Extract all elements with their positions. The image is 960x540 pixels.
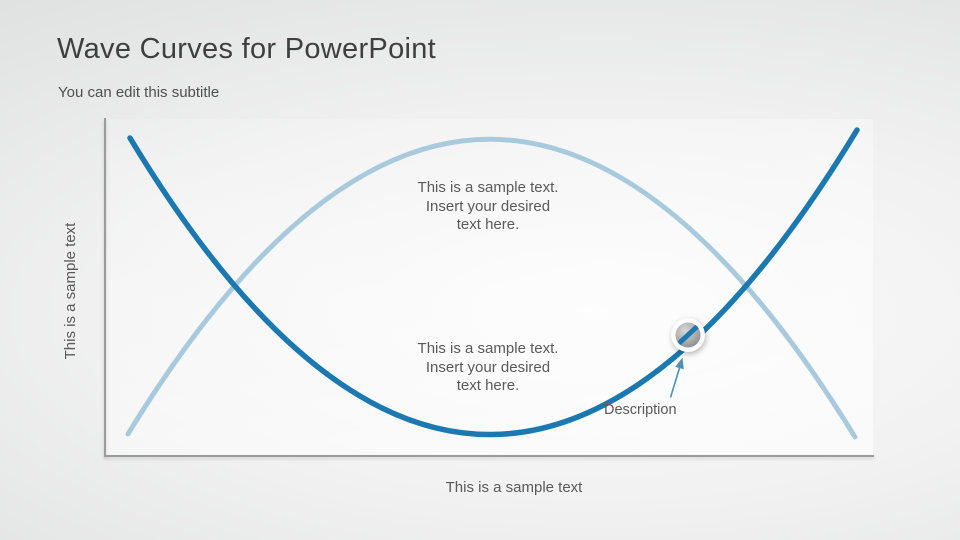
dark-wave-curve — [127, 127, 860, 438]
description-label: Description — [604, 402, 677, 418]
marker-curve-segment — [675, 322, 701, 348]
description-marker — [671, 318, 705, 352]
slide-title: Wave Curves for PowerPoint — [57, 33, 437, 65]
upper-note-line2: Insert your desired — [425, 197, 551, 215]
lower-note-textbox: This is a sample text. Insert your desir… — [358, 340, 618, 396]
description-arrow — [669, 357, 684, 398]
upper-note-line3: text here. — [456, 216, 520, 233]
y-axis-label: This is a sample text — [62, 222, 79, 360]
slide-subtitle: You can edit this subtitle — [58, 84, 220, 101]
lower-note-line3: text here. — [456, 377, 520, 394]
plot-area — [105, 119, 873, 455]
upper-note-textbox: This is a sample text. Insert your desir… — [358, 179, 618, 235]
lower-note-line1: This is a sample text. — [417, 340, 559, 357]
upper-note-line1: This is a sample text. — [417, 179, 559, 196]
lower-note-line2: Insert your desired — [425, 358, 551, 376]
x-axis-label: This is a sample text — [445, 479, 583, 496]
